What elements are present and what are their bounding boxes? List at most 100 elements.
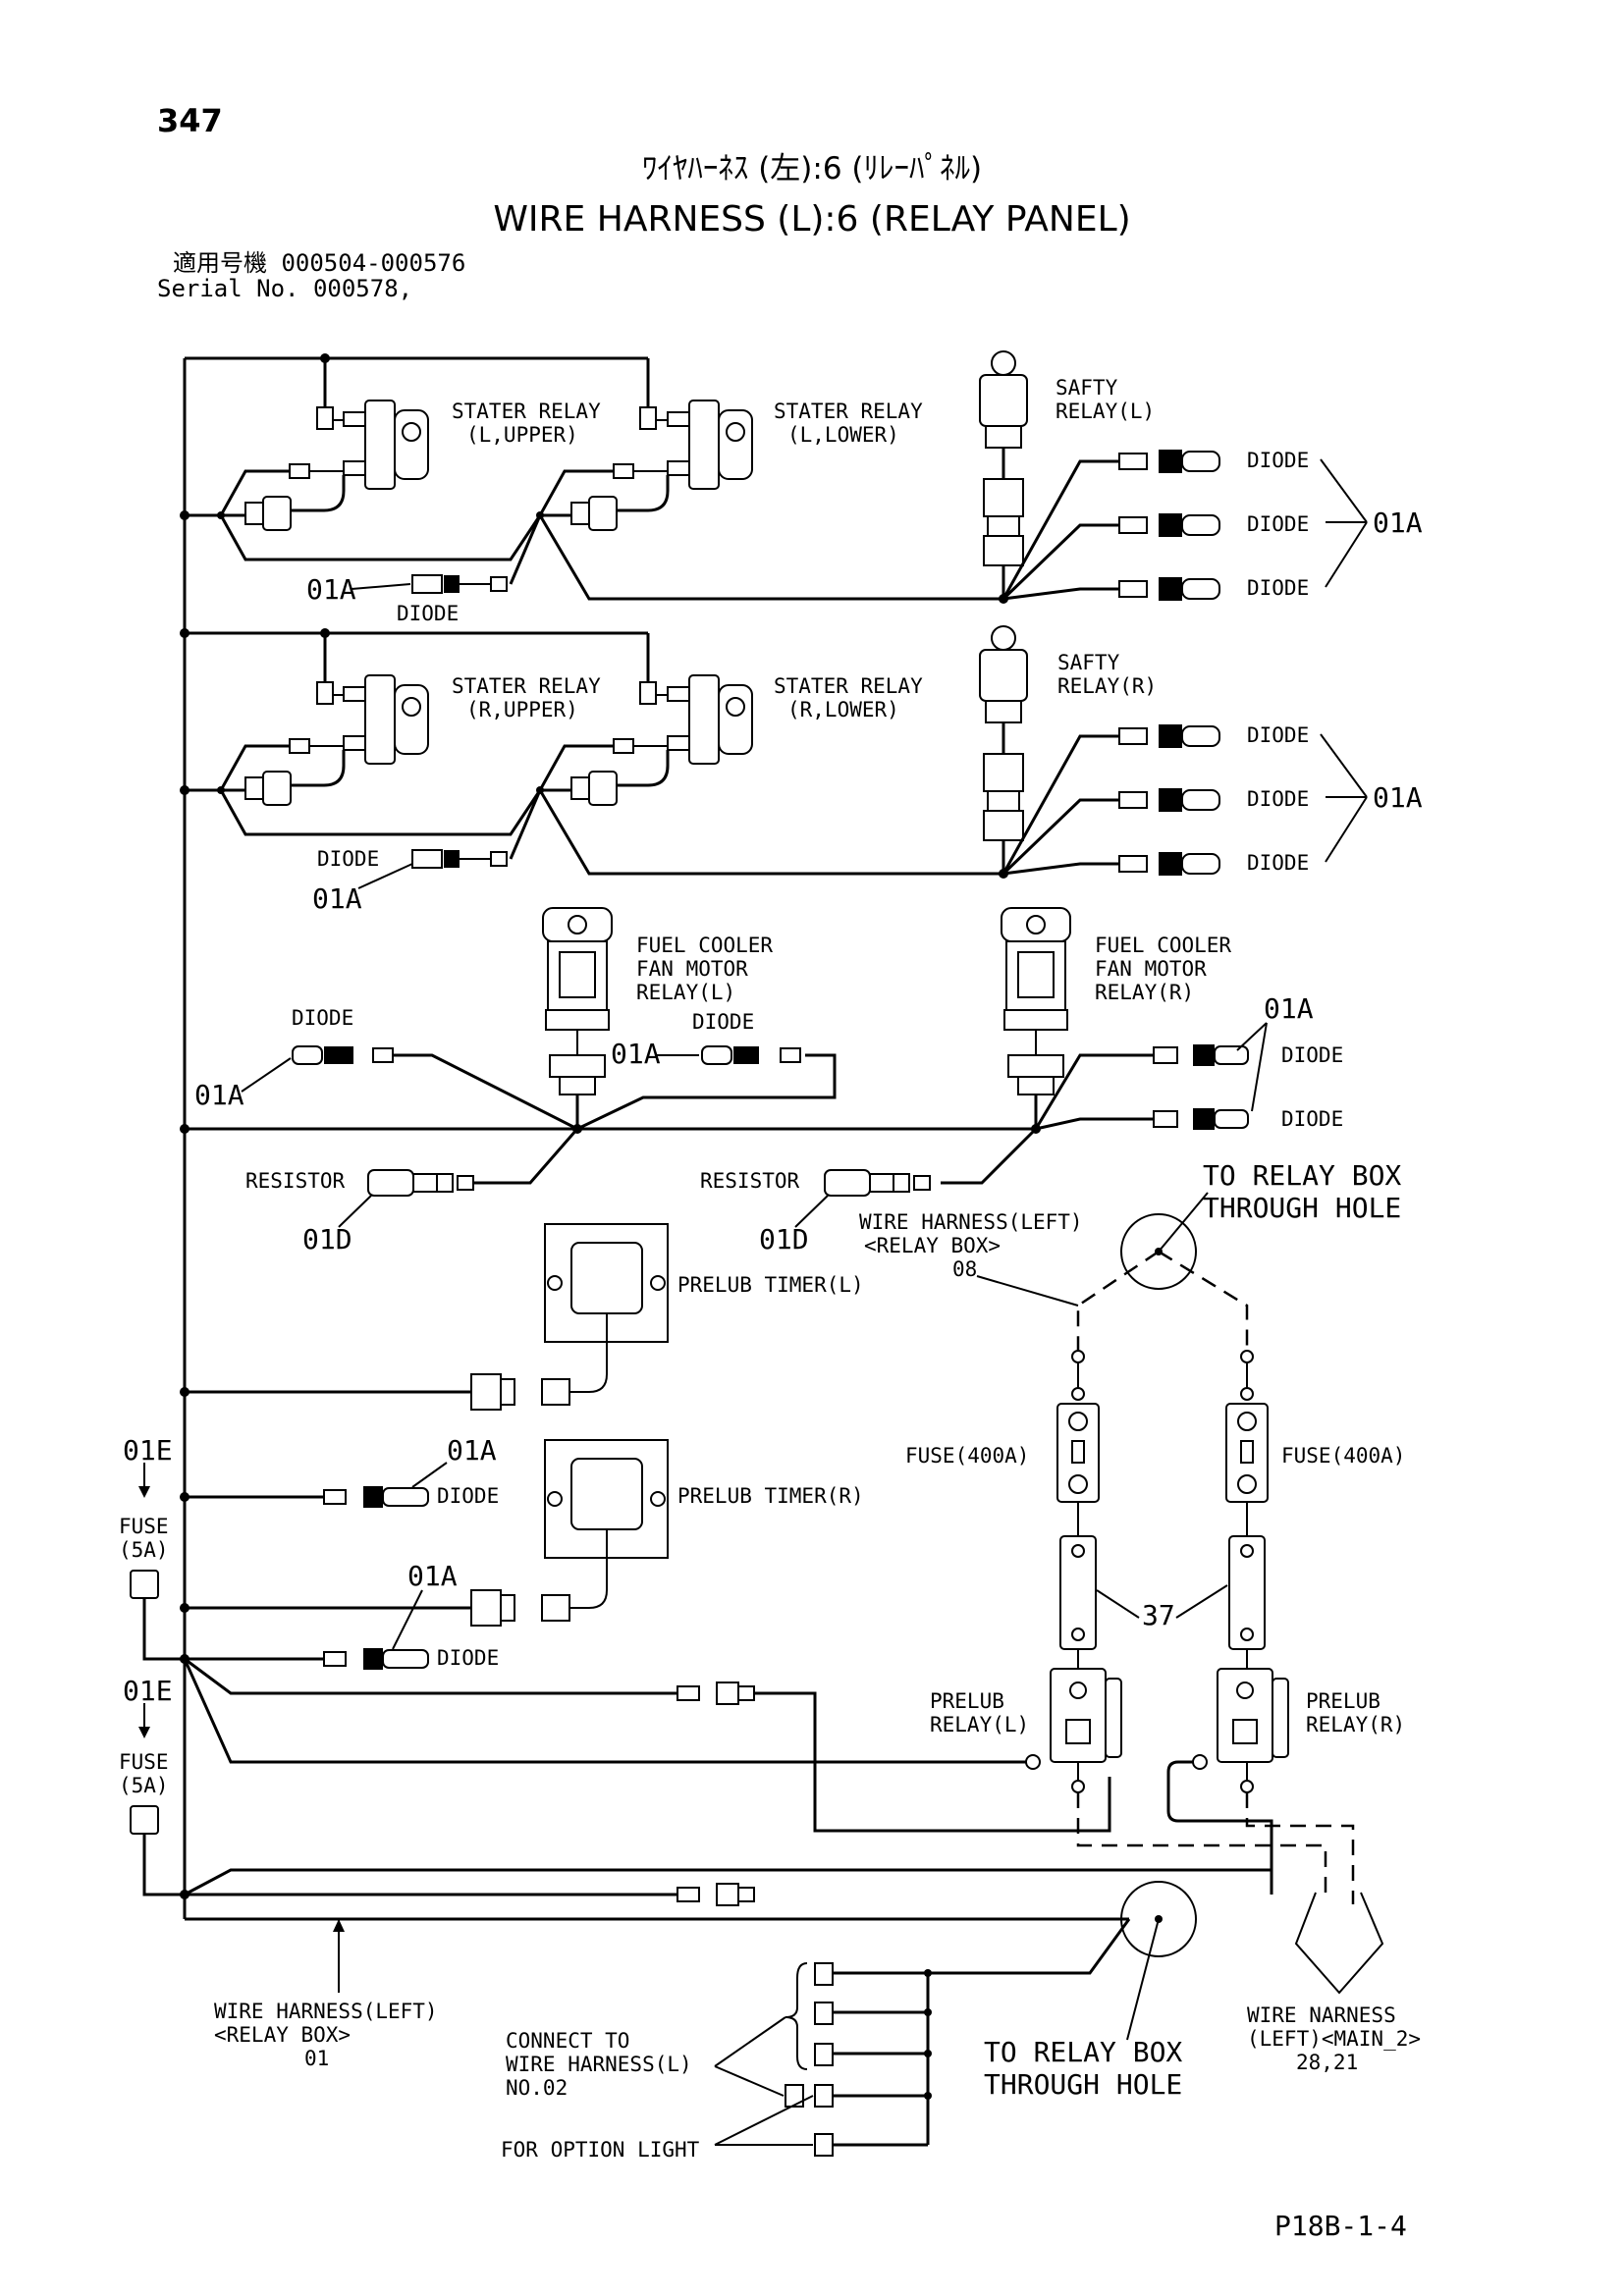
fuel-cooler-wiring bbox=[185, 1044, 1249, 1197]
label-fuel-cooler-l: FUEL COOLER bbox=[636, 934, 773, 957]
label-safty-r: SAFTY bbox=[1057, 651, 1120, 674]
label-01e-lower: 01E bbox=[123, 1675, 173, 1707]
label-01a-fc3: 01A bbox=[1264, 992, 1314, 1025]
stater-relay-group-right bbox=[185, 628, 1006, 876]
stater-relay-l-upper bbox=[289, 400, 429, 490]
label-connect-to: CONNECT TO bbox=[506, 2029, 629, 2053]
label-diode-pt2: DIODE bbox=[437, 1646, 499, 1670]
label-r-upper: (R,UPPER) bbox=[466, 698, 578, 721]
prelub-timer-l bbox=[185, 1223, 669, 1411]
label-01: 01 bbox=[304, 2047, 329, 2070]
label-stater-relay-r-lower: STATER RELAY bbox=[774, 674, 923, 698]
label-safty-l: SAFTY bbox=[1056, 376, 1118, 400]
label-resistor-l: RESISTOR bbox=[245, 1169, 346, 1193]
label-01a-pt2: 01A bbox=[407, 1560, 458, 1592]
label-fuse-upper: FUSE bbox=[119, 1515, 169, 1538]
safty-relay-r bbox=[979, 625, 1119, 879]
diodes-safty-r bbox=[1118, 724, 1220, 876]
label-no02: NO.02 bbox=[506, 2076, 568, 2100]
label-fc-relay-r: RELAY(R) bbox=[1095, 981, 1194, 1004]
label-wh-left-lower: WIRE HARNESS(LEFT) bbox=[214, 2000, 438, 2023]
arrow-01a-pt2 bbox=[392, 1589, 423, 1650]
label-r-lower: (R,LOWER) bbox=[787, 698, 899, 721]
label-diode-sl2: DIODE bbox=[1247, 512, 1309, 536]
label-diode-fc3: DIODE bbox=[1281, 1043, 1343, 1067]
label-to-relay-box-upper: TO RELAY BOX bbox=[1203, 1159, 1401, 1192]
label-diode-sr1: DIODE bbox=[1247, 723, 1309, 747]
serial-english: Serial No. 000578, bbox=[157, 275, 412, 302]
label-prelub-timer-r: PRELUB TIMER(R) bbox=[677, 1484, 864, 1508]
label-fan-motor-l: FAN MOTOR bbox=[636, 957, 748, 981]
prelub-relay-r bbox=[1217, 1668, 1289, 1793]
label-fan-motor-r: FAN MOTOR bbox=[1095, 957, 1207, 981]
label-stater-relay-l-lower: STATER RELAY bbox=[774, 400, 923, 423]
label-wh-left-upper: WIRE HARNESS(LEFT) bbox=[859, 1210, 1083, 1234]
label-through-hole-lower: THROUGH HOLE bbox=[984, 2068, 1182, 2101]
title-english: WIRE HARNESS (L):6 (RELAY PANEL) bbox=[493, 199, 1130, 240]
label-prelub-relay-r: RELAY(R) bbox=[1306, 1713, 1405, 1736]
label-relay-l: RELAY(L) bbox=[1056, 400, 1155, 423]
dashed-harness-main2 bbox=[1076, 1792, 1384, 1995]
stater-relay-r-lower bbox=[613, 674, 753, 765]
footer-code: P18B-1-4 bbox=[1274, 2210, 1407, 2242]
label-fc-relay-l: RELAY(L) bbox=[636, 981, 735, 1004]
label-fuel-cooler-r: FUEL COOLER bbox=[1095, 934, 1231, 957]
label-fuse-5a-lower: (5A) bbox=[119, 1774, 169, 1797]
label-01d-r: 01D bbox=[759, 1223, 809, 1255]
arrow-01a-pt1 bbox=[411, 1462, 448, 1488]
prelub-relay-wiring bbox=[183, 1657, 1273, 1921]
option-light-connectors bbox=[714, 1962, 932, 2157]
label-left-main2: (LEFT)<MAIN_2> bbox=[1247, 2027, 1421, 2051]
diode-row-1690 bbox=[185, 1648, 429, 1670]
through-hole-lower bbox=[928, 1881, 1197, 2041]
arrow-01a-l bbox=[351, 583, 411, 590]
label-prelub-l: PRELUB bbox=[930, 1689, 1004, 1713]
stater-relay-l-lower bbox=[613, 400, 753, 490]
label-diode-sl3: DIODE bbox=[1247, 576, 1309, 600]
through-hole-upper bbox=[976, 1192, 1249, 1350]
label-resistor-r: RESISTOR bbox=[700, 1169, 800, 1193]
prelub-relay-l bbox=[1050, 1668, 1122, 1793]
arrowhead-wh-left-01 bbox=[333, 1919, 345, 1932]
stater-relay-group-left bbox=[185, 353, 1006, 601]
label-relay-box-lower: <RELAY BOX> bbox=[214, 2023, 351, 2047]
arrow-01a-sl bbox=[1320, 458, 1368, 588]
label-diode-sr2: DIODE bbox=[1247, 787, 1309, 811]
label-diode-l: DIODE bbox=[397, 602, 459, 625]
label-diode-r: DIODE bbox=[317, 847, 379, 871]
label-wire-narness: WIRE NARNESS bbox=[1247, 2003, 1396, 2027]
diodes-safty-l bbox=[1118, 450, 1220, 601]
label-fuse-lower: FUSE bbox=[119, 1750, 169, 1774]
fuse-5a-upper bbox=[130, 1463, 185, 1661]
label-01a-pt1: 01A bbox=[447, 1434, 497, 1467]
label-fuse-400a-r: FUSE(400A) bbox=[1281, 1444, 1405, 1468]
label-01a-sr: 01A bbox=[1373, 781, 1423, 814]
label-wh-l: WIRE HARNESS(L) bbox=[506, 2053, 692, 2076]
label-fuse-400a-l: FUSE(400A) bbox=[905, 1444, 1029, 1468]
label-diode-sl1: DIODE bbox=[1247, 449, 1309, 472]
fuel-cooler-relay-r bbox=[1001, 907, 1071, 1134]
label-diode-fc4: DIODE bbox=[1281, 1107, 1343, 1131]
diode-row-1525 bbox=[185, 1486, 429, 1508]
label-01d-l: 01D bbox=[302, 1223, 352, 1255]
label-01a-fc2: 01A bbox=[611, 1038, 661, 1070]
label-l-upper: (L,UPPER) bbox=[466, 423, 578, 447]
label-stater-relay-r-upper: STATER RELAY bbox=[452, 674, 601, 698]
label-through-hole-upper: THROUGH HOLE bbox=[1203, 1192, 1401, 1224]
label-l-lower: (L,LOWER) bbox=[787, 423, 899, 447]
label-08: 08 bbox=[952, 1257, 977, 1281]
label-diode-fc2: DIODE bbox=[692, 1010, 754, 1034]
arrow-01a-fc3 bbox=[1236, 1022, 1268, 1112]
label-diode-pt1: DIODE bbox=[437, 1484, 499, 1508]
label-01e-upper: 01E bbox=[123, 1434, 173, 1467]
label-37: 37 bbox=[1142, 1599, 1175, 1631]
label-prelub-r: PRELUB bbox=[1306, 1689, 1380, 1713]
label-for-option-light: FOR OPTION LIGHT bbox=[501, 2138, 700, 2162]
label-relay-r: RELAY(R) bbox=[1057, 674, 1157, 698]
serial-japanese: 適用号機 000504-000576 bbox=[173, 249, 465, 277]
label-stater-relay-l-upper: STATER RELAY bbox=[452, 400, 601, 423]
arrow-01a-sr bbox=[1320, 733, 1368, 863]
prelub-timer-r bbox=[185, 1439, 669, 1627]
label-to-relay-box-lower: TO RELAY BOX bbox=[984, 2036, 1182, 2068]
